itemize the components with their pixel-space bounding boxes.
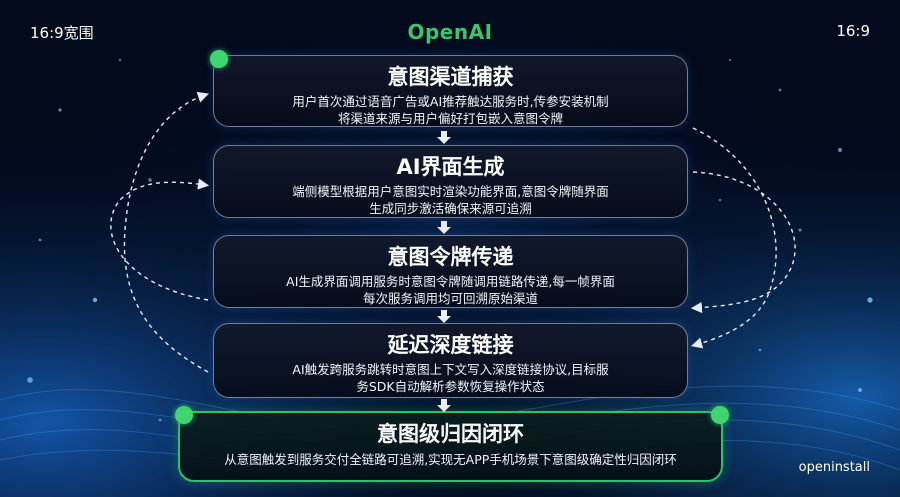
step-description-line-1: AI触发跨服务跳转时意图上下文写入深度链接协议,目标服	[292, 362, 609, 377]
step-intent-channel-capture: 意图渠道捕获 用户首次通过语音广告或AI推荐触达服务时,传参安装机制 将渠道来源…	[213, 55, 688, 127]
step-description-line-2: 务SDK自动解析参数恢复操作状态	[356, 379, 545, 394]
green-node-dot-icon	[175, 406, 193, 424]
step-description-line-1: 用户首次通过语音广告或AI推荐触达服务时,传参安装机制	[292, 94, 609, 109]
step-title: 意图级归因闭环	[377, 422, 524, 446]
step-description-line-1: 端侧模型根据用户意图实时渲染功能界面,意图令牌随界面	[292, 184, 609, 199]
step-title: 意图渠道捕获	[387, 65, 514, 89]
green-node-dot-icon	[210, 50, 228, 68]
step-description-line-2: 将渠道来源与用户偏好打包嵌入意图令牌	[337, 111, 563, 126]
step-description-line-1: AI生成界面调用服务时意图令牌随调用链路传递,每一帧界面	[286, 274, 615, 289]
step-title: 意图令牌传递	[387, 245, 514, 269]
step-deferred-deep-link: 延迟深度链接 AI触发跨服务跳转时意图上下文写入深度链接协议,目标服 务SDK自…	[213, 323, 688, 398]
step-title: AI界面生成	[396, 155, 505, 179]
step-title: 延迟深度链接	[387, 333, 514, 357]
aspect-ratio-label-right: 16:9	[836, 22, 870, 40]
brand-logo-text: OpenAI	[407, 20, 493, 44]
step-description-line-2: 生成同步激活确保来源可追溯	[369, 201, 532, 216]
step-intent-token-passing: 意图令牌传递 AI生成界面调用服务时意图令牌随调用链路传递,每一帧界面 每次服务…	[213, 235, 688, 308]
green-node-dot-icon	[711, 406, 729, 424]
step-description-line-1: 从意图触发到服务交付全链路可追溯,实现无APP手机场景下意图级确定性归因闭环	[224, 452, 677, 467]
step-ai-ui-generation: AI界面生成 端侧模型根据用户意图实时渲染功能界面,意图令牌随界面 生成同步激活…	[213, 145, 688, 218]
step-description-line-2: 每次服务调用均可回溯原始渠道	[362, 291, 538, 306]
step-intent-attribution-loop: 意图级归因闭环 从意图触发到服务交付全链路可追溯,实现无APP手机场景下意图级确…	[178, 411, 723, 482]
footer-brand-text: openinstall	[798, 460, 870, 475]
aspect-ratio-label-left: 16:9宽围	[30, 24, 94, 42]
